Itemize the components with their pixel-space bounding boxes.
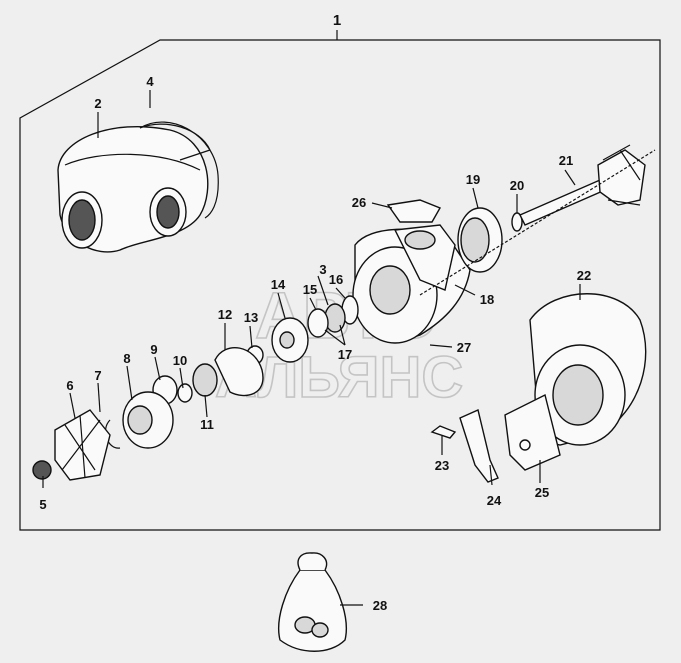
leader-lines — [42, 90, 581, 606]
callout-20: 20 — [510, 178, 524, 193]
gasket — [386, 199, 442, 223]
ring-clip — [139, 121, 219, 219]
turbine-housing — [504, 293, 647, 471]
seal-ring — [457, 207, 503, 273]
callout-6: 6 — [66, 378, 73, 393]
callout-26: 26 — [352, 195, 366, 210]
callout-labels: 1 2 3 4 5 6 7 8 9 10 11 12 13 14 15 16 1… — [39, 12, 591, 613]
callout-27: 27 — [457, 340, 471, 355]
callout-7: 7 — [94, 368, 101, 383]
callout-28: 28 — [373, 598, 387, 613]
callout-16: 16 — [329, 272, 343, 287]
callout-10: 10 — [173, 353, 187, 368]
compressor-wheel — [54, 409, 111, 481]
callout-8: 8 — [123, 351, 130, 366]
lock-nut — [32, 460, 52, 480]
compressor-cover — [57, 126, 209, 253]
callout-9: 9 — [150, 342, 157, 357]
callout-12: 12 — [218, 307, 232, 322]
bracket-and-bolt — [430, 409, 499, 483]
callout-19: 19 — [466, 172, 480, 187]
callout-21: 21 — [559, 153, 573, 168]
callout-14: 14 — [271, 277, 286, 292]
callout-15: 15 — [303, 282, 317, 297]
callout-23: 23 — [435, 458, 449, 473]
callout-4: 4 — [146, 74, 154, 89]
callout-22: 22 — [577, 268, 591, 283]
callout-25: 25 — [535, 485, 549, 500]
callout-1: 1 — [333, 12, 341, 29]
callout-11: 11 — [200, 417, 214, 432]
callout-18: 18 — [480, 292, 494, 307]
assembly-frame — [19, 39, 661, 531]
callout-2: 2 — [94, 96, 101, 111]
callout-13: 13 — [244, 310, 258, 325]
callout-17: 17 — [338, 347, 352, 362]
parts-kit-bag — [278, 552, 347, 652]
callout-24: 24 — [487, 493, 502, 508]
axis-line-a — [179, 149, 211, 161]
center-housing — [352, 224, 471, 344]
callout-5: 5 — [39, 497, 46, 512]
turbine-shaft-wheel — [519, 144, 646, 226]
callout-3: 3 — [319, 262, 326, 277]
axis-line-b — [419, 149, 656, 296]
